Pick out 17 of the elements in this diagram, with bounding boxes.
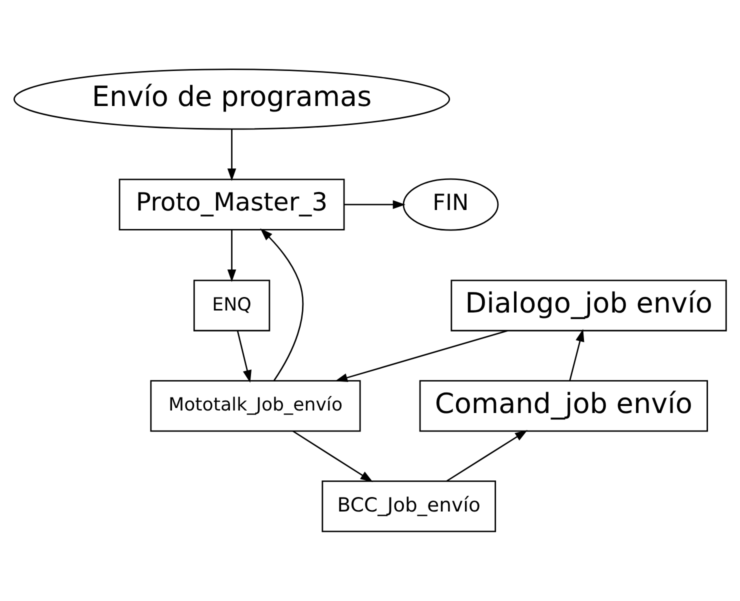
node-box: Dialogo_job envío bbox=[450, 280, 727, 332]
arrow bbox=[260, 228, 304, 381]
node-ellipse: Envío de programas bbox=[14, 68, 450, 130]
node-box: Comand_job envío bbox=[419, 380, 708, 432]
arrow bbox=[227, 129, 236, 182]
node-box: Mototalk_Job_envío bbox=[150, 380, 361, 432]
node-box: ENQ bbox=[193, 280, 270, 332]
arrow bbox=[292, 430, 373, 482]
node-box: Proto_Master_3 bbox=[118, 178, 345, 230]
arrow bbox=[569, 329, 584, 381]
arrow bbox=[344, 200, 406, 209]
node-box: BCC_Job_envío bbox=[322, 480, 496, 532]
arrow bbox=[227, 230, 236, 282]
node-ellipse: FIN bbox=[402, 178, 499, 231]
arrow bbox=[236, 330, 252, 383]
arrow bbox=[334, 330, 508, 382]
arrow bbox=[446, 430, 528, 482]
